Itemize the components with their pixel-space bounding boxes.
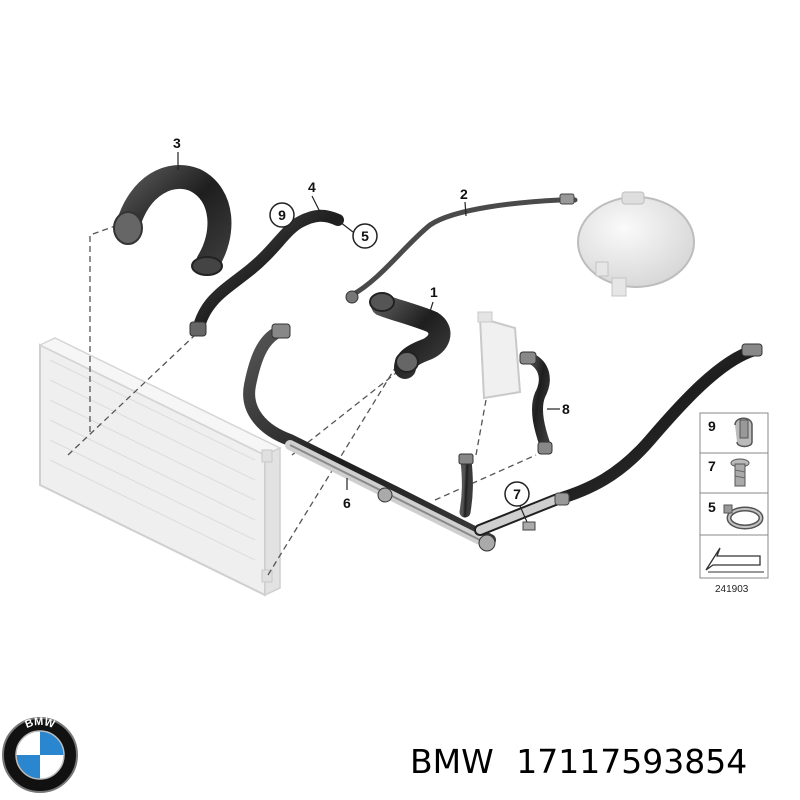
hose-8 (519, 351, 553, 455)
hose-clip-icon (734, 417, 753, 448)
callout-6: 6 (343, 495, 351, 511)
screw-icon (730, 458, 750, 487)
coolant-reservoir (477, 311, 522, 400)
callout-8: 8 (562, 401, 570, 417)
hose-clamp-icon (723, 504, 764, 530)
callout-7: 7 (513, 486, 521, 502)
legend-num-9: 9 (708, 418, 716, 434)
direction-arrow-icon (705, 547, 764, 573)
diagram-ref-number: 241903 (715, 584, 749, 595)
callout-5-circle (352, 223, 378, 249)
hose-3 (113, 165, 232, 276)
part-label: BMW 17117593854 (410, 742, 747, 781)
pipe-6 (243, 323, 496, 552)
part-label-text: BMW 17117593854 (410, 742, 747, 781)
callout-3: 3 (173, 135, 181, 151)
bmw-logo-letters: BMW (23, 716, 56, 731)
expansion-tank (577, 191, 695, 297)
bmw-logo: BMW (2, 716, 78, 793)
callout-5: 5 (361, 228, 369, 244)
hose-4 (189, 209, 344, 337)
callout-1: 1 (430, 284, 438, 300)
radiator (38, 337, 282, 597)
callout-9: 9 (278, 207, 286, 223)
callout-2: 2 (460, 186, 468, 202)
hose-1 (369, 292, 451, 379)
part-brand: BMW (410, 742, 494, 781)
hose-short (458, 453, 474, 518)
hose-return (474, 343, 763, 536)
callouts: 3 4 9 5 2 1 8 6 7 (173, 135, 570, 531)
legend-box: 9 7 5 241903 (699, 412, 769, 595)
callout-7-circle (504, 481, 530, 507)
part-number: 17117593854 (516, 742, 747, 781)
callout-4: 4 (308, 179, 316, 195)
legend-num-5: 5 (708, 499, 716, 515)
callout-9-circle (269, 202, 295, 228)
leader-lines (67, 224, 537, 576)
legend-num-7: 7 (708, 458, 716, 474)
line-2 (345, 193, 578, 304)
